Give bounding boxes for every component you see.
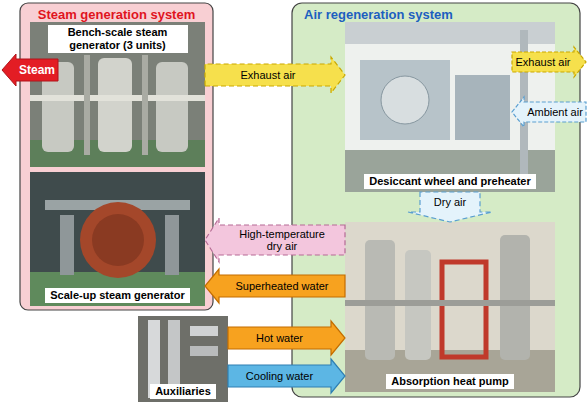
photo-box: Desiccant wheel and preheater <box>345 22 555 192</box>
arrow-label: Ambient air <box>527 106 583 119</box>
panel-title: Air regeneration system <box>304 7 453 23</box>
bench-scale-photo <box>30 22 205 167</box>
photo-caption: Auxiliaries <box>150 384 216 399</box>
photo-caption: Desiccant wheel and preheater <box>364 174 535 189</box>
flow-label: Exhaust air <box>240 69 295 81</box>
generator-drum <box>80 202 156 278</box>
flow-arrow <box>205 269 345 303</box>
flow-label: Cooling water <box>246 370 313 382</box>
wheel-housing <box>360 60 450 140</box>
pipe <box>190 346 218 356</box>
photo-caption: Absorption heat pump <box>386 374 513 389</box>
steam-arrow <box>2 54 58 86</box>
preheater <box>455 75 510 140</box>
generator-drum-face <box>92 214 144 266</box>
photo-ground <box>138 316 228 402</box>
photo-ground <box>30 172 205 306</box>
flow-arrow <box>205 218 345 262</box>
pipe <box>345 300 555 306</box>
flow-label: Dry air <box>434 196 466 208</box>
flow-arrow <box>205 57 345 93</box>
flow-arrow <box>408 192 492 222</box>
steam-panel-ground <box>20 3 213 310</box>
flow-label: High-temperature dry air <box>234 228 330 252</box>
photo-box: Absorption heat pump <box>345 222 555 392</box>
scale-up-photo <box>30 172 205 306</box>
photo-box: Bench-scale steam generator (3 units) <box>30 22 205 167</box>
ambient-arrow <box>512 97 586 127</box>
flow-arrow <box>228 321 345 355</box>
exhaust-arrow <box>512 47 586 77</box>
photo-ground <box>30 22 205 167</box>
photo-box: Scale-up steam generator <box>30 172 205 306</box>
heat-pump-photo <box>345 222 555 392</box>
pipe <box>30 95 205 101</box>
arrow-label: Steam <box>19 64 55 77</box>
photo-caption: Scale-up steam generator <box>45 288 190 303</box>
flow-label: Hot water <box>256 332 303 344</box>
system-panel: Steam generation systemBench-scale steam… <box>20 3 213 310</box>
pipe <box>142 55 148 155</box>
desiccant-wheel <box>381 76 429 124</box>
pipe <box>60 215 74 275</box>
arrow-label: Exhaust air <box>515 56 570 69</box>
flow-arrow <box>228 359 345 393</box>
photo-caption: Bench-scale steam generator (3 units) <box>48 25 188 53</box>
vessel <box>98 58 132 152</box>
panel-title: Steam generation system <box>38 7 196 23</box>
pipe <box>190 326 218 336</box>
column <box>500 235 530 360</box>
vessel <box>156 62 188 152</box>
auxiliaries-photo <box>138 316 228 402</box>
photo-ground <box>345 222 555 392</box>
pipe <box>165 215 179 275</box>
flow-label: Superheated water <box>236 280 329 292</box>
pipe <box>84 55 90 155</box>
red-frame <box>442 262 486 357</box>
photo-box: Auxiliaries <box>138 316 228 402</box>
